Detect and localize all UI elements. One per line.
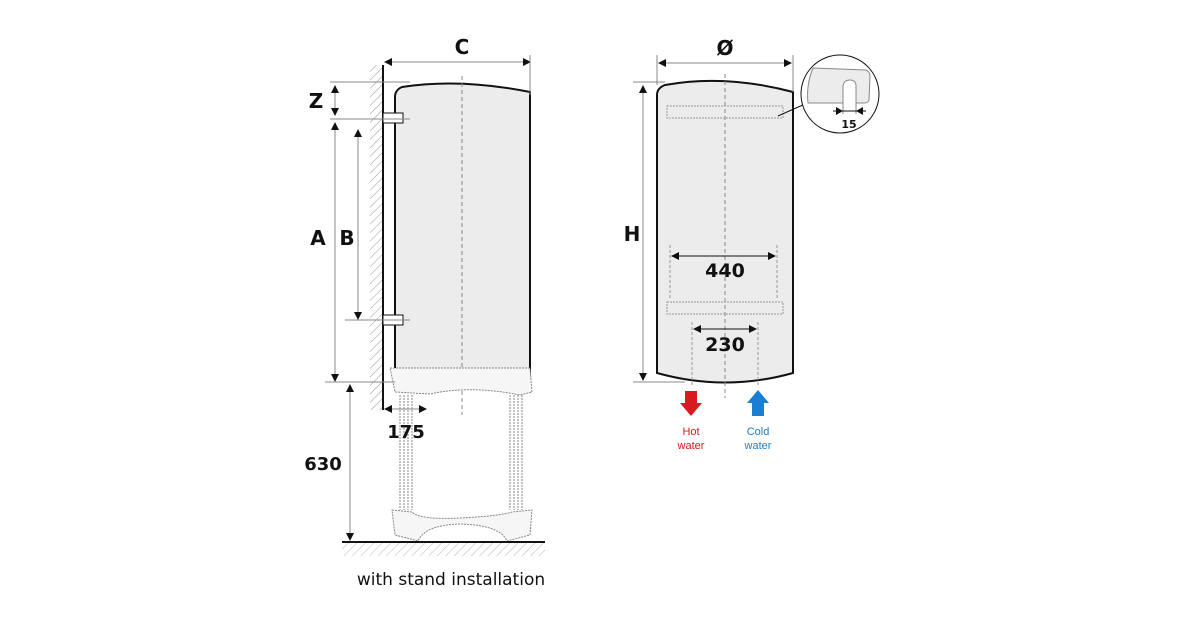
wall-hatch [370, 65, 383, 410]
label-630: 630 [304, 454, 342, 475]
floor-hatch [342, 543, 545, 556]
cold-water-label-2: water [744, 440, 772, 452]
stand-top [389, 367, 533, 396]
cold-water-label-1: Cold [747, 426, 770, 438]
side-view: C Z A B 175 630 with stand installation [304, 35, 545, 590]
callout-leader [777, 103, 806, 117]
label-b: B [339, 226, 354, 250]
label-175: 175 [387, 422, 425, 443]
front-lower-bracket [666, 301, 784, 315]
hot-water-label-2: water [677, 440, 705, 452]
side-tank-body [394, 82, 531, 388]
label-h: H [624, 222, 641, 246]
slot-detail-callout: 15 [800, 54, 880, 134]
hot-water-indicator: Hot water [677, 391, 705, 452]
label-440: 440 [705, 260, 745, 282]
label-15: 15 [841, 118, 856, 131]
label-230: 230 [705, 334, 745, 356]
front-view: 440 230 Ø H 15 Hot [624, 36, 880, 452]
hot-water-label-1: Hot [682, 426, 699, 438]
front-upper-bracket [666, 105, 784, 119]
label-diameter: Ø [716, 36, 733, 60]
label-z: Z [309, 89, 324, 113]
hot-water-arrow-icon [680, 391, 702, 416]
cold-water-arrow-icon [747, 390, 769, 416]
stand-legs [399, 395, 523, 510]
upper-bracket [382, 112, 404, 124]
cold-water-indicator: Cold water [744, 390, 772, 452]
stand-base [391, 509, 533, 542]
caption-stand-installation: with stand installation [357, 570, 545, 590]
label-a: A [310, 226, 326, 250]
label-c: C [455, 35, 470, 59]
